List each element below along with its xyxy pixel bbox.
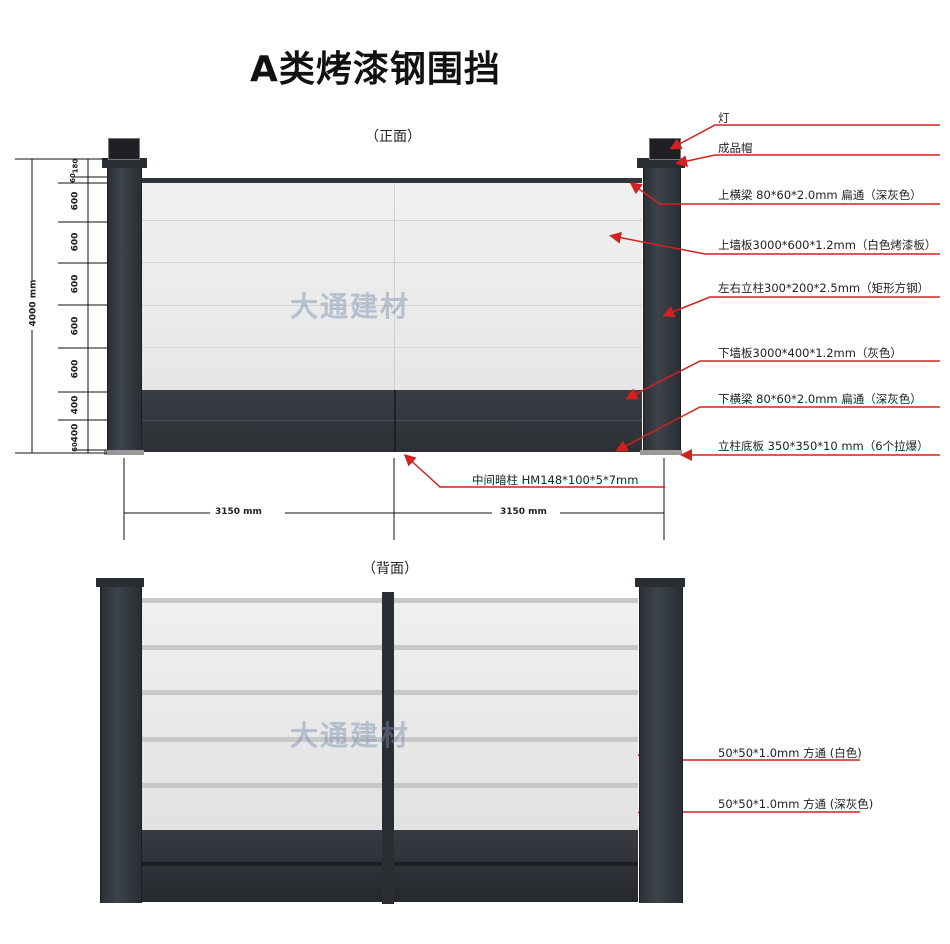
callout-upper-panel: 上墙板3000*600*1.2mm（白色烤漆板）: [718, 238, 937, 252]
base-plate: [640, 450, 682, 455]
middle-post: [394, 390, 396, 452]
callout-top-beam: 上横梁 80*60*2.0mm 扁通（深灰色）: [718, 188, 922, 202]
panel-seam: [140, 262, 642, 263]
panel-seam: [140, 347, 642, 348]
lower-wall-panel: [140, 390, 642, 452]
post-cap: [102, 158, 147, 168]
back-left-post: [100, 585, 142, 903]
dim-segment: 600: [70, 274, 81, 294]
back-right-post: [639, 585, 683, 903]
dim-segment: 600: [70, 232, 81, 252]
watermark: 大通建材: [290, 719, 411, 752]
lamp: [108, 138, 140, 160]
callout-base-plate: 立柱底板 350*350*10 mm（6个拉爆）: [718, 439, 929, 453]
callout-lamp: 灯: [718, 111, 730, 125]
panel-joint: [394, 182, 395, 390]
width-label-right: 3150 mm: [500, 507, 547, 517]
post-cap: [637, 158, 685, 168]
front-view-label: （正面）: [365, 129, 421, 145]
dim-segment: 400: [70, 395, 81, 415]
width-label-left: 3150 mm: [215, 507, 262, 517]
callout-dark-tube: 50*50*1.0mm 方通 (深灰色): [718, 797, 874, 811]
callout-middle-post: 中间暗柱 HM148*100*5*7mm: [472, 473, 639, 487]
left-post: [107, 165, 142, 453]
back-view-label: （背面）: [362, 561, 418, 577]
top-beam: [140, 178, 642, 183]
callout-white-tube: 50*50*1.0mm 方通 (白色): [718, 746, 862, 760]
panel-seam: [140, 220, 642, 221]
dim-segment: 60: [68, 173, 77, 183]
back-middle-post: [382, 592, 394, 904]
height-label: 4000 mm: [28, 279, 39, 327]
callout-lower-panel: 下墙板3000*400*1.2mm（灰色）: [718, 346, 902, 360]
dim-segment: 180: [71, 158, 80, 174]
dim-segment: 600: [70, 359, 81, 379]
base-plate: [104, 450, 144, 455]
page-title: A类烤漆钢围挡: [250, 49, 501, 90]
watermark: 大通建材: [290, 290, 411, 323]
dim-segment: 600: [70, 191, 81, 211]
dim-segment: 600: [70, 316, 81, 336]
upper-wall-panel: [140, 182, 642, 390]
panel-seam: [140, 420, 642, 421]
dim-segment: 60: [70, 442, 79, 452]
callout-bottom-beam: 下横梁 80*60*2.0mm 扁通（深灰色）: [718, 392, 922, 406]
panel-seam: [140, 305, 642, 306]
dim-segment: 400: [70, 423, 81, 443]
post-cap: [96, 578, 144, 587]
callout-cap: 成品帽: [718, 141, 753, 155]
callout-posts: 左右立柱300*200*2.5mm（矩形方钢）: [718, 281, 930, 295]
post-cap: [635, 578, 685, 587]
